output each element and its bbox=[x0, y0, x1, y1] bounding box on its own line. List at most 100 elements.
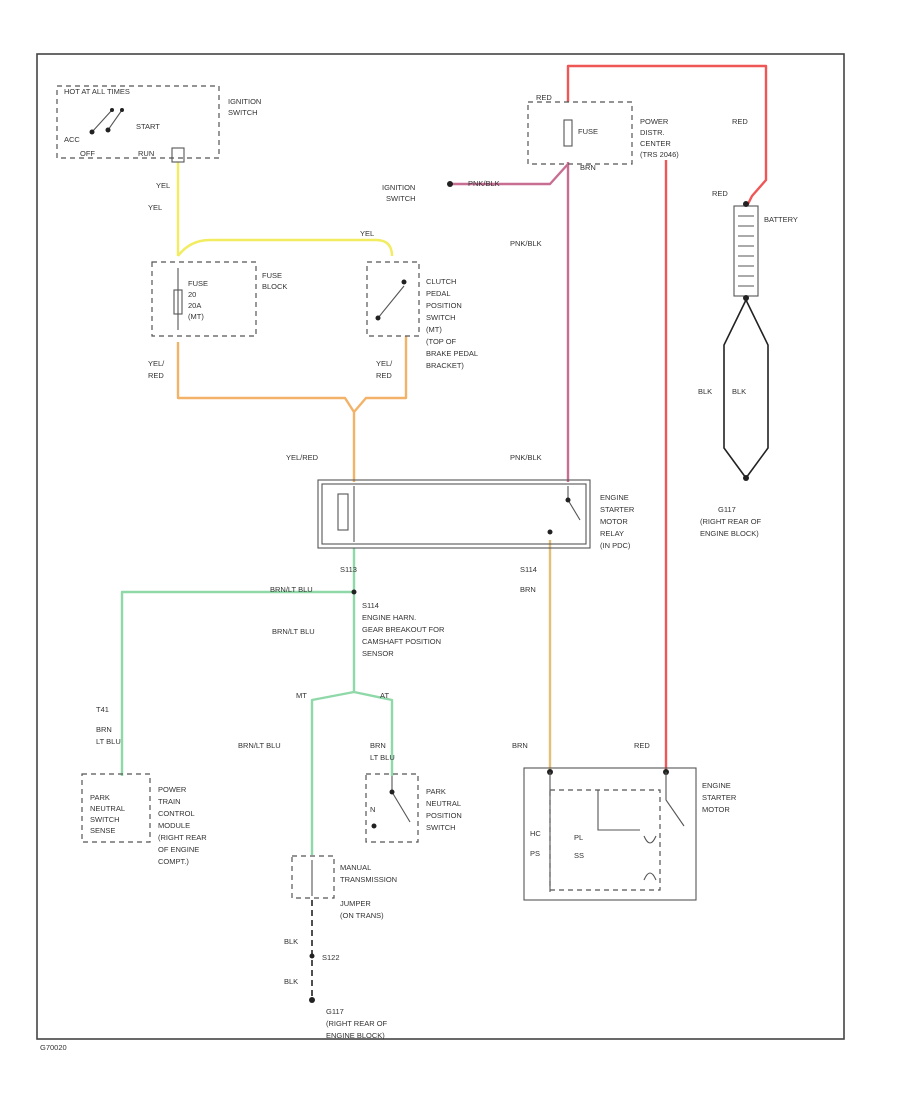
svg-text:RED: RED bbox=[376, 371, 392, 380]
wire-pink bbox=[450, 162, 570, 482]
svg-text:TRAIN: TRAIN bbox=[158, 797, 181, 806]
svg-text:MT: MT bbox=[296, 691, 307, 700]
wire-label-yel-1: YEL bbox=[156, 181, 170, 190]
engine-starter-motor-relay: ENGINE STARTER MOTOR RELAY (IN PDC) bbox=[317, 479, 635, 550]
svg-text:STARTER: STARTER bbox=[702, 793, 737, 802]
svg-text:S122: S122 bbox=[322, 953, 340, 962]
svg-text:CENTER: CENTER bbox=[640, 139, 671, 148]
wire-red bbox=[566, 64, 768, 770]
svg-text:BRN: BRN bbox=[520, 585, 536, 594]
svg-text:ENGINE HARN.: ENGINE HARN. bbox=[362, 613, 416, 622]
battery: RED BATTERY BLK BLK G117 (RIGHT REAR OF … bbox=[698, 189, 798, 538]
figure-code: G70020 bbox=[40, 1043, 67, 1052]
svg-text:(MT): (MT) bbox=[426, 325, 442, 334]
svg-text:BLK: BLK bbox=[284, 977, 298, 986]
svg-text:AT: AT bbox=[380, 691, 389, 700]
svg-text:PEDAL: PEDAL bbox=[426, 289, 451, 298]
manual-transmission-jumper: MANUAL TRANSMISSION JUMPER (ON TRANS) bbox=[291, 855, 397, 920]
svg-text:IGNITION: IGNITION bbox=[382, 183, 415, 192]
svg-text:IGNITION: IGNITION bbox=[228, 97, 261, 106]
svg-text:BRN: BRN bbox=[96, 725, 112, 734]
svg-text:S114: S114 bbox=[362, 601, 379, 610]
svg-text:YEL/: YEL/ bbox=[376, 359, 393, 368]
svg-text:PARK: PARK bbox=[426, 787, 446, 796]
svg-text:(RIGHT REAR OF: (RIGHT REAR OF bbox=[326, 1019, 388, 1028]
svg-text:NEUTRAL: NEUTRAL bbox=[426, 799, 461, 808]
svg-text:POWER: POWER bbox=[640, 117, 669, 126]
svg-text:MOTOR: MOTOR bbox=[702, 805, 730, 814]
engine-harness-breakout: S114 ENGINE HARN. GEAR BREAKOUT FOR CAMS… bbox=[362, 601, 445, 658]
svg-text:GEAR BREAKOUT FOR: GEAR BREAKOUT FOR bbox=[362, 625, 445, 634]
svg-text:S114: S114 bbox=[520, 565, 537, 574]
svg-text:BRN/LT BLU: BRN/LT BLU bbox=[238, 741, 281, 750]
svg-text:BLOCK: BLOCK bbox=[262, 282, 287, 291]
svg-text:CONTROL: CONTROL bbox=[158, 809, 195, 818]
svg-text:BLK: BLK bbox=[732, 387, 746, 396]
svg-text:ENGINE: ENGINE bbox=[600, 493, 629, 502]
wire-label-yel-top-right: YEL bbox=[360, 229, 374, 238]
svg-text:BRN/LT BLU: BRN/LT BLU bbox=[272, 627, 315, 636]
svg-text:POWER: POWER bbox=[158, 785, 187, 794]
svg-text:JUMPER: JUMPER bbox=[340, 899, 371, 908]
wire-orange bbox=[176, 336, 408, 482]
wire-label-yel-red: YEL/RED bbox=[286, 453, 319, 462]
svg-text:ACC: ACC bbox=[64, 135, 80, 144]
svg-text:RELAY: RELAY bbox=[600, 529, 624, 538]
svg-text:SS: SS bbox=[574, 851, 584, 860]
svg-text:STARTER: STARTER bbox=[600, 505, 635, 514]
power-distribution-center: RED FUSE BRN POWER DISTR. CENTER (TRS 20… bbox=[527, 93, 679, 172]
svg-text:G117: G117 bbox=[326, 1007, 344, 1016]
svg-text:S113: S113 bbox=[340, 565, 357, 574]
diagram-frame bbox=[36, 53, 845, 1040]
svg-text:BRACKET): BRACKET) bbox=[426, 361, 464, 370]
fuse-block: FUSE BLOCK FUSE 20 20A (MT) bbox=[151, 261, 287, 337]
svg-text:ENGINE BLOCK): ENGINE BLOCK) bbox=[326, 1031, 385, 1040]
svg-text:OF ENGINE: OF ENGINE bbox=[158, 845, 199, 854]
svg-text:NEUTRAL: NEUTRAL bbox=[90, 804, 125, 813]
svg-text:MOTOR: MOTOR bbox=[600, 517, 628, 526]
wires bbox=[120, 64, 769, 1000]
svg-text:SWITCH: SWITCH bbox=[386, 194, 416, 203]
engine-starter-motor: HC PS PL SS ENGINE STARTER MOTOR bbox=[523, 767, 737, 901]
svg-text:(ON TRANS): (ON TRANS) bbox=[340, 911, 384, 920]
svg-text:BRN: BRN bbox=[512, 741, 528, 750]
svg-text:BLK: BLK bbox=[698, 387, 712, 396]
svg-text:BLK: BLK bbox=[284, 937, 298, 946]
ignition-switch: HOT AT ALL TIMES IGNITION SWITCH ACC OFF… bbox=[56, 85, 261, 163]
svg-text:CAMSHAFT POSITION: CAMSHAFT POSITION bbox=[362, 637, 441, 646]
powertrain-control-module: PARK NEUTRAL SWITCH SENSE POWER TRAIN CO… bbox=[81, 773, 207, 866]
svg-text:RED: RED bbox=[148, 371, 164, 380]
svg-text:SWITCH: SWITCH bbox=[228, 108, 258, 117]
svg-text:N: N bbox=[370, 805, 375, 814]
svg-text:RED: RED bbox=[712, 189, 728, 198]
svg-text:SENSE: SENSE bbox=[90, 826, 115, 835]
svg-text:BRN/LT BLU: BRN/LT BLU bbox=[270, 585, 313, 594]
svg-text:PS: PS bbox=[530, 849, 540, 858]
svg-text:PARK: PARK bbox=[90, 793, 110, 802]
wire-green bbox=[120, 548, 394, 855]
svg-text:(RIGHT REAR: (RIGHT REAR bbox=[158, 833, 207, 842]
svg-text:ENGINE BLOCK): ENGINE BLOCK) bbox=[700, 529, 759, 538]
svg-text:(RIGHT REAR OF: (RIGHT REAR OF bbox=[700, 517, 762, 526]
svg-text:FUSE: FUSE bbox=[188, 279, 208, 288]
svg-text:SENSOR: SENSOR bbox=[362, 649, 394, 658]
svg-text:PNK/BLK: PNK/BLK bbox=[510, 239, 542, 248]
svg-text:COMPT.): COMPT.) bbox=[158, 857, 189, 866]
svg-text:LT BLU: LT BLU bbox=[96, 737, 121, 746]
svg-text:20: 20 bbox=[188, 290, 196, 299]
svg-text:ENGINE: ENGINE bbox=[702, 781, 731, 790]
svg-text:(IN PDC): (IN PDC) bbox=[600, 541, 631, 550]
svg-text:FUSE: FUSE bbox=[578, 127, 598, 136]
svg-text:RED: RED bbox=[536, 93, 552, 102]
svg-text:BRAKE PEDAL: BRAKE PEDAL bbox=[426, 349, 478, 358]
svg-text:POSITION: POSITION bbox=[426, 301, 462, 310]
svg-text:20A: 20A bbox=[188, 301, 201, 310]
svg-text:SWITCH: SWITCH bbox=[426, 313, 456, 322]
wire-yellow bbox=[176, 162, 394, 257]
svg-text:PL: PL bbox=[574, 833, 583, 842]
svg-text:TRANSMISSION: TRANSMISSION bbox=[340, 875, 397, 884]
svg-text:DISTR.: DISTR. bbox=[640, 128, 665, 137]
svg-text:HC: HC bbox=[530, 829, 541, 838]
svg-text:(TOP OF: (TOP OF bbox=[426, 337, 457, 346]
svg-text:MODULE: MODULE bbox=[158, 821, 190, 830]
